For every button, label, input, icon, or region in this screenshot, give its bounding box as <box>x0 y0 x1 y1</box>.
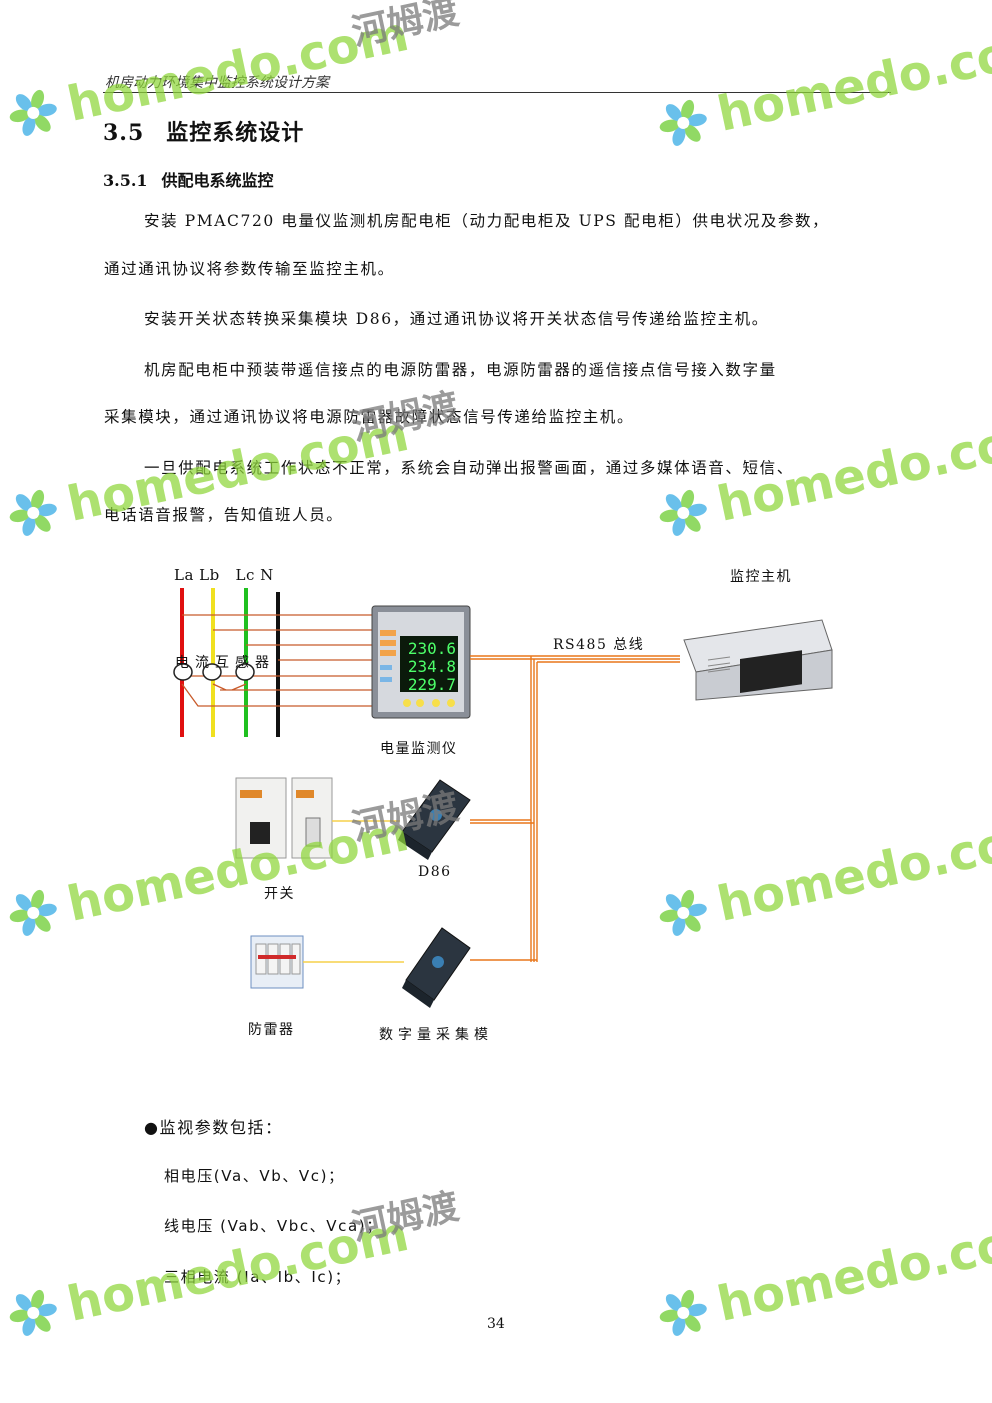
ct-label: 电流互感器 <box>175 655 275 671</box>
subsection-title: 供配电系统监控 <box>161 171 274 190</box>
paragraph-line: 电话语音报警，告知值班人员。 <box>104 506 344 524</box>
paragraph-line: 安装 PMAC720 电量仪监测机房配电柜（动力配电柜及 UPS 配电柜）供电状… <box>144 212 830 230</box>
power-meter-icon <box>371 605 471 719</box>
monitor-item: 三相电流 (Ia、Ib、Ic)； <box>164 1268 352 1286</box>
meter-label: 电量监测仪 <box>380 741 458 757</box>
ct-ring-icon <box>173 663 193 681</box>
spd-label: 防雷器 <box>248 1022 295 1038</box>
monitor-item: 相电压(Va、Vb、Vc)； <box>164 1167 345 1185</box>
monitor-item: 线电压 (Vab、Vbc、Vca)； <box>164 1217 383 1235</box>
paragraph-line: 机房配电柜中预装带遥信接点的电源防雷器，电源防雷器的遥信接点信号接入数字量 <box>144 361 777 379</box>
breaker-switch-icon <box>235 777 333 859</box>
d86-label: D86 <box>418 864 452 880</box>
phase-labels: La Lb Lc N <box>174 566 274 584</box>
dio-label: 数字量采集模 <box>379 1027 493 1043</box>
subsection-number: 3.5.1 <box>103 171 148 190</box>
meter-display: 230.6 234.8 229.7 <box>402 640 456 694</box>
monitor-intro: ●监视参数包括： <box>144 1118 283 1137</box>
monitoring-host-icon <box>683 619 833 701</box>
paragraph-line: 一旦供配电系统工作状态不正常，系统会自动弹出报警画面，通过多媒体语音、短信、 <box>144 459 794 477</box>
subsection-heading: 3.5.1 供配电系统监控 <box>103 167 274 191</box>
page-number: 34 <box>487 1316 505 1332</box>
host-label: 监控主机 <box>730 569 792 585</box>
header-rule <box>103 92 891 93</box>
meter-reading: 229.7 <box>407 675 456 694</box>
ct-ring-icon <box>202 663 222 681</box>
section-heading: 3.5 监控系统设计 <box>103 115 304 147</box>
rs485-bus-wires <box>470 655 680 962</box>
section-title: 监控系统设计 <box>166 120 305 146</box>
paragraph-line: 通过通讯协议将参数传输至监控主机。 <box>104 260 395 278</box>
digital-input-module-icon <box>402 927 471 1008</box>
bus-label: RS485 总线 <box>553 637 645 653</box>
ct-ring-icon <box>235 663 255 681</box>
voltage-tap-lines <box>181 614 376 707</box>
surge-protector-icon <box>250 935 304 989</box>
header-title: 机房动力环境集中监控系统设计方案 <box>105 75 329 91</box>
meter-reading: 230.6 <box>407 639 456 658</box>
paragraph-line: 安装开关状态转换采集模块 D86，通过通讯协议将开关状态信号传递给监控主机。 <box>144 310 769 328</box>
paragraph-line: 采集模块，通过通讯协议将电源防雷器故障状态信号传递给监控主机。 <box>104 408 635 426</box>
meter-reading: 234.8 <box>407 657 456 676</box>
section-number: 3.5 <box>103 120 145 146</box>
switch-label: 开关 <box>264 886 295 902</box>
d86-module-icon <box>398 779 471 860</box>
